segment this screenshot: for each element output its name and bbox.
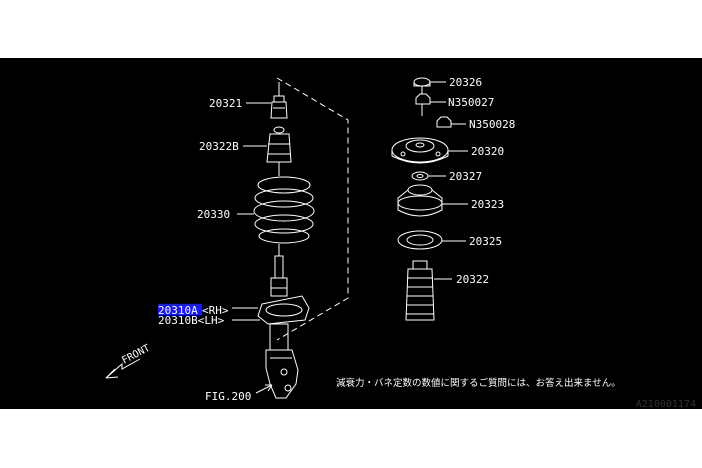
part-20320 [391,137,468,164]
part-20321 [246,82,288,119]
label-20326[interactable]: 20326 [449,76,482,89]
assembly-bracket [276,77,349,341]
label-20330[interactable]: 20330 [197,208,230,221]
label-20320[interactable]: 20320 [471,145,504,158]
exploded-strut-diagram: 20321 20322B 20330 20310A <RH> 20310B<LH… [105,76,621,403]
part-20310-strut [232,244,310,399]
label-20310a-side: <RH> [202,304,229,317]
part-20323 [397,184,468,217]
label-20327[interactable]: 20327 [449,170,482,183]
part-20325 [397,230,466,250]
part-20327 [411,171,446,181]
label-20323[interactable]: 20323 [471,198,504,211]
part-20326 [413,77,446,94]
part-n350027 [415,93,446,116]
label-20310a[interactable]: 20310A [158,304,198,317]
fig-ref-arrow-icon [255,384,273,394]
disclaimer-note: 減衰力・バネ定数の数値に関するご質問には、お答え出来ません。 [336,377,621,389]
label-n350027[interactable]: N350027 [448,96,494,109]
part-20322 [405,260,452,321]
front-label: FRONT [120,343,152,367]
diagram-id: A210001174 [635,399,696,410]
part-20330 [237,176,315,244]
label-n350028[interactable]: N350028 [469,118,515,131]
label-20310b[interactable]: 20310B<LH> [158,314,225,327]
label-20325[interactable]: 20325 [469,235,502,248]
part-n350028 [436,116,466,128]
label-20322[interactable]: 20322 [456,273,489,286]
selection-highlight [158,304,202,315]
label-20321[interactable]: 20321 [209,97,242,110]
part-20322b [243,126,292,176]
fig-ref-label[interactable]: FIG.200 [205,390,251,403]
parts-diagram-canvas: 20321 20322B 20330 20310A <RH> 20310B<LH… [0,58,702,409]
front-arrow-icon [105,358,141,379]
label-20322b[interactable]: 20322B [199,140,239,153]
